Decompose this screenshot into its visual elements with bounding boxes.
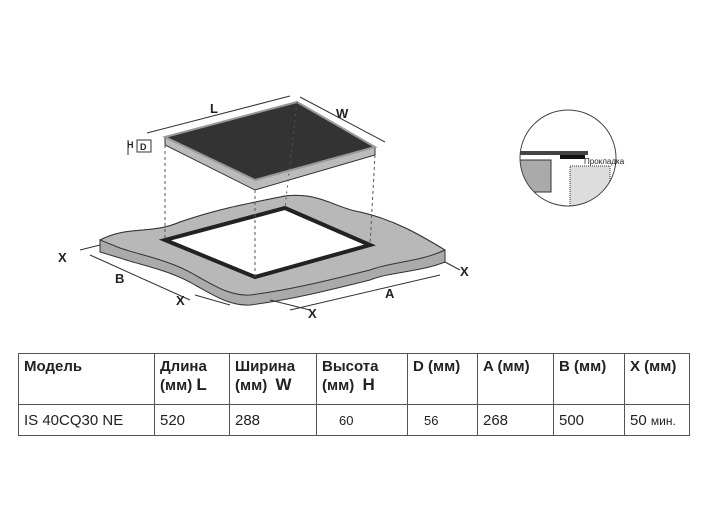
cell-height: 60 xyxy=(316,404,408,436)
hob-glass-top xyxy=(162,100,378,182)
header-text: Высота xyxy=(322,358,379,375)
header-model: Модель xyxy=(18,353,155,405)
cell-a: 268 xyxy=(477,404,554,436)
seal-label: Прокладка xyxy=(584,157,625,166)
header-a: A (мм) xyxy=(477,353,554,405)
header-width: Ширина (мм) W xyxy=(229,353,317,405)
header-text: Ширина xyxy=(235,358,296,375)
label-X-bottom: X xyxy=(176,293,185,308)
cell-b: 500 xyxy=(553,404,625,436)
header-length: Длина (мм) L xyxy=(154,353,230,405)
table-header-row: Модель Длина (мм) L Ширина (мм) W Высота (м… xyxy=(18,353,690,405)
header-unit: (мм) xyxy=(235,377,268,394)
header-symbol: W xyxy=(275,375,292,394)
specs-table: Модель Длина (мм) L Ширина (мм) W Высота (м… xyxy=(18,353,690,436)
header-symbol: L xyxy=(196,375,207,394)
table-row: IS 40CQ30 NE 520 288 60 56 268 500 50 ми… xyxy=(18,404,690,436)
label-X-front: X xyxy=(308,306,317,321)
header-b: B (мм) xyxy=(553,353,625,405)
label-X-left: X xyxy=(58,250,67,265)
header-text: B (мм) xyxy=(559,358,607,375)
header-d: D (мм) xyxy=(407,353,478,405)
cell-d: 56 xyxy=(407,404,478,436)
header-x: X (мм) xyxy=(624,353,690,405)
cell-x-suffix: мин. xyxy=(650,413,676,428)
header-unit: (мм) xyxy=(160,377,193,394)
header-text: X (мм) xyxy=(630,358,677,375)
cell-length: 520 xyxy=(154,404,230,436)
header-unit: (мм) xyxy=(322,377,355,394)
installation-diagram: L W H D X B X X A X Прокладка xyxy=(58,95,625,321)
cell-model: IS 40CQ30 NE xyxy=(18,404,155,436)
cell-x: 50 мин. xyxy=(624,404,690,436)
label-A: A xyxy=(385,286,395,301)
header-text: D (мм) xyxy=(413,358,461,375)
label-L: L xyxy=(210,101,218,116)
cell-width: 288 xyxy=(229,404,317,436)
header-text: A (мм) xyxy=(483,358,530,375)
header-text: Модель xyxy=(24,358,83,375)
label-B: B xyxy=(115,271,124,286)
label-H: H xyxy=(127,140,134,150)
seal-detail: Прокладка xyxy=(519,109,625,207)
label-X-right: X xyxy=(460,264,469,279)
header-height: Высота (мм) H xyxy=(316,353,408,405)
label-D: D xyxy=(140,142,147,152)
header-symbol: H xyxy=(362,375,375,394)
cell-x-value: 50 xyxy=(630,411,647,429)
header-text: Длина xyxy=(160,358,207,375)
label-W: W xyxy=(336,106,349,121)
